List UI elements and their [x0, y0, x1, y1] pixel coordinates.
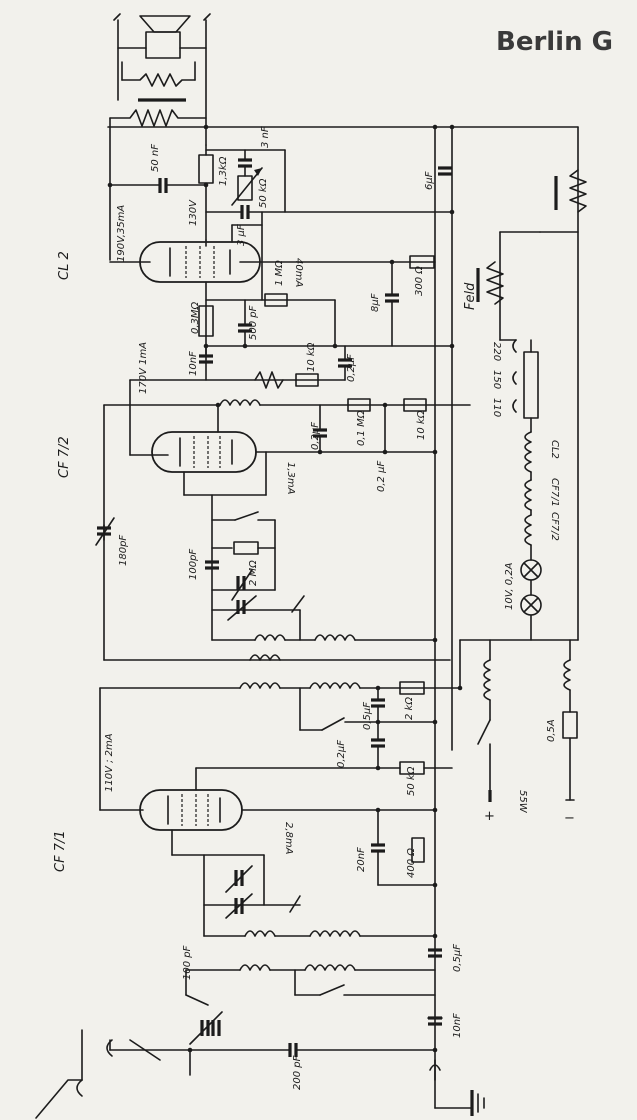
label-100pf-input: 100 pF	[182, 945, 193, 980]
label-tube-cl2: CL 2	[57, 251, 72, 280]
label-heater-cf71: CF7/1	[549, 478, 560, 507]
tube-cf71	[139, 767, 436, 856]
label-2m: 2 MΩ	[248, 560, 259, 586]
label-tap-110: 110	[491, 398, 502, 417]
tube-labels: CL 2 CF 7/2 CF 7/1	[53, 251, 72, 872]
label-6uf: 6μF	[424, 171, 435, 190]
label-10nf-input: 10nF	[452, 1013, 463, 1038]
label-10k-cf72: 10 kΩ	[416, 410, 427, 440]
label-0-5uf-input: 0,5μF	[452, 944, 463, 972]
output-stage	[107, 124, 587, 241]
label-500pf: 500 pF	[248, 305, 259, 340]
label-110v: 110V ; 2mA	[104, 733, 115, 792]
label-3nf: 3 nF	[260, 126, 271, 148]
label-minus: −	[564, 811, 575, 826]
label-heater-cf72: CF7/2	[549, 512, 560, 541]
label-20nf: 20nF	[356, 847, 367, 872]
tube-cf72	[151, 431, 267, 496]
label-0-2uf-lower: 0,2 μF	[376, 461, 387, 492]
label-100pf-cf72: 100pF	[188, 549, 199, 580]
component-labels: 190V,35mA 50 nF 1,3kΩ 3 nF 50 kΩ 6μF 130…	[104, 126, 575, 1090]
power-supply	[457, 231, 579, 802]
label-3uf: 3 μF	[236, 224, 247, 246]
label-190v: 190V,35mA	[116, 205, 127, 262]
label-10k-cl2: 10 kΩ	[306, 342, 317, 372]
label-1-3ma: 1,3mA	[285, 462, 296, 495]
label-tube-cf71: CF 7/1	[53, 830, 68, 872]
label-2-8ma: 2,8mA	[283, 822, 294, 855]
loudspeaker	[109, 13, 211, 261]
label-130v: 130V	[188, 199, 199, 226]
label-0-5a: 0,5A	[546, 719, 557, 742]
label-170v: 170V 1mA	[138, 342, 149, 394]
label-55w: 55W	[517, 790, 528, 814]
label-400ohm: 400 Ω	[406, 848, 417, 878]
label-8uf: 8μF	[370, 293, 381, 312]
label-300ohm: 300 Ω	[414, 266, 425, 296]
label-tap-150: 150	[491, 370, 502, 389]
label-200pf: 200 pF	[292, 1055, 303, 1090]
label-feld: Feld	[463, 282, 478, 310]
cf72-grid-network	[205, 494, 438, 661]
label-50k-output: 50 kΩ	[258, 178, 269, 208]
label-0-2uf-cf71: 0,2μF	[336, 740, 347, 768]
cf71-network	[99, 681, 461, 888]
label-0-1m: 0,1 MΩ	[356, 410, 367, 446]
label-heater-cl2: CL2	[549, 440, 560, 459]
label-tube-cf72: CF 7/2	[57, 436, 72, 478]
label-1m: 1 MΩ	[274, 260, 285, 286]
cl2-network	[129, 255, 455, 456]
label-10nf-cl2: 10nF	[188, 351, 199, 376]
label-1-3k: 1,3kΩ	[218, 156, 229, 186]
label-0-2uf-cf72: 0,2μF	[310, 422, 321, 450]
schematic-title: Berlin G	[496, 27, 613, 57]
cf72-network	[95, 398, 471, 546]
label-2k: 2 kΩ	[404, 697, 415, 720]
label-plus: +	[484, 809, 495, 824]
label-tap-220: 220	[491, 342, 502, 361]
label-lamp-rating: 10V, 0,2A	[504, 562, 515, 610]
label-0-3m: 0,3MΩ	[190, 301, 201, 334]
label-180pf: 180pF	[118, 535, 129, 566]
label-50k-cf71: 50 kΩ	[406, 766, 417, 796]
label-40ma: 40mA	[293, 258, 304, 287]
label-50nf: 50 nF	[150, 144, 161, 172]
input-circuit	[35, 854, 485, 1119]
label-0-5uf-cf71: 0,5μF	[362, 702, 373, 730]
tube-cl2	[109, 211, 263, 301]
label-0-2uf-cl2: 0,2μF	[346, 354, 357, 382]
